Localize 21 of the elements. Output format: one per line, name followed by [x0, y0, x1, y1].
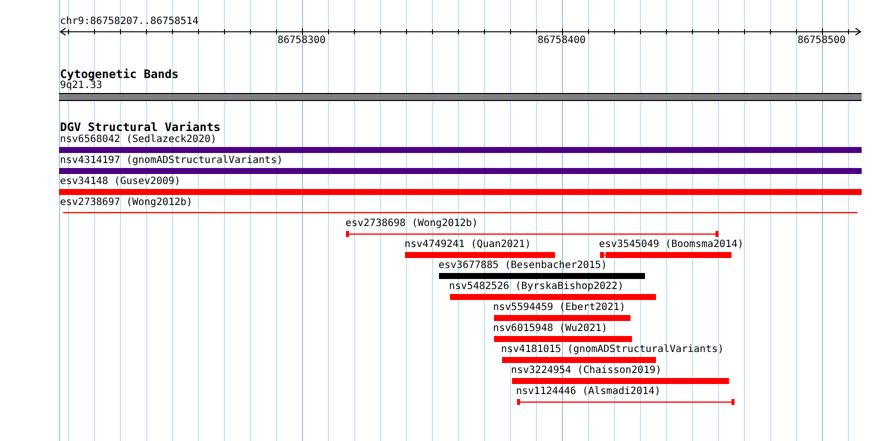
- feature-label: esv2738698 (Wong2012b): [346, 218, 478, 230]
- feature-label: nsv5482526 (ByrskaBishop2022): [449, 281, 624, 293]
- feature-label: esv34148 (Gusev2009): [60, 176, 180, 188]
- feature-label: esv3545049 (Boomsma2014): [599, 239, 744, 251]
- feature-label: nsv4314197 (gnomADStructuralVariants): [60, 155, 283, 167]
- feature-label: esv3677885 (Besenbacher2015): [438, 260, 608, 272]
- feature-label: nsv4749241 (Quan2021): [404, 239, 531, 251]
- coordinate-label: 86758300: [278, 34, 326, 46]
- track-title: Cytogenetic Bands: [60, 68, 179, 80]
- feature-label: nsv3224954 (Chaisson2019): [511, 365, 662, 377]
- feature-label: nsv1124446 (Alsmadi2014): [516, 386, 660, 398]
- track-title: DGV Structural Variants: [60, 120, 221, 134]
- feature-label: nsv4181015 (gnomADStructuralVariants): [501, 344, 724, 356]
- band-label: 9q21.33: [60, 80, 102, 92]
- feature-label: esv2738697 (Wong2012b): [60, 196, 192, 208]
- feature-label: nsv5594459 (Ebert2021): [493, 302, 626, 314]
- feature-label: nsv6015948 (Wu2021): [493, 323, 608, 335]
- coordinate-label: 86758400: [538, 34, 586, 46]
- location-label: chr9:86758207..86758514: [60, 16, 198, 28]
- feature-label: nsv6568042 (Sedlazeck2020): [60, 134, 217, 146]
- coordinate-label: 86758500: [798, 34, 846, 46]
